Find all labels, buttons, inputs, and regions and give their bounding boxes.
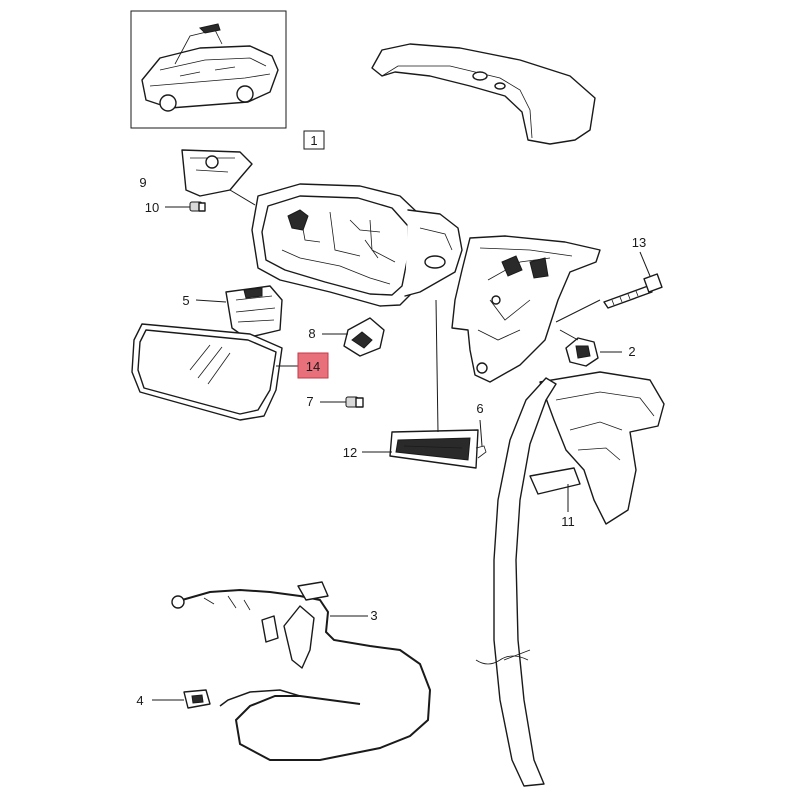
callout-6: 6 <box>476 401 483 416</box>
part-12-indicator-lamp <box>362 299 487 469</box>
mirror-cover <box>371 43 596 145</box>
part-4-connector <box>152 689 211 709</box>
part-8-puddle-lamp <box>322 317 385 357</box>
callout-4: 4 <box>136 693 143 708</box>
mirror-mount-bracket <box>451 235 601 383</box>
leader-lines <box>276 299 601 367</box>
part-14-mirror-glass <box>131 323 283 421</box>
callout-13: 13 <box>632 235 646 250</box>
mirror-housing <box>251 183 463 307</box>
part-2-grommet <box>559 329 622 367</box>
callout-9: 9 <box>139 175 146 190</box>
group-label: 1 <box>310 133 317 148</box>
part-5-motor <box>195 285 283 339</box>
callout-7: 7 <box>306 394 313 409</box>
callout-5: 5 <box>182 293 189 308</box>
door-seal-strip <box>475 377 557 787</box>
callout-14-highlight: 14 <box>297 352 329 379</box>
callout-14: 14 <box>306 359 320 374</box>
part-3-wiring-harness <box>171 581 432 761</box>
part-11-door-trim <box>529 371 665 525</box>
part-10-bulb <box>165 201 206 212</box>
part-7-bulb <box>320 396 364 408</box>
callout-3: 3 <box>370 608 377 623</box>
callout-12: 12 <box>343 445 357 460</box>
callout-10: 10 <box>145 200 159 215</box>
callout-8: 8 <box>308 326 315 341</box>
vehicle-thumbnail <box>130 10 287 129</box>
group-label-box: 1 <box>303 130 325 150</box>
callout-2: 2 <box>628 344 635 359</box>
callout-11: 11 <box>561 514 575 529</box>
part-9-lamp-housing <box>181 149 256 206</box>
part-13-screw <box>603 251 663 309</box>
